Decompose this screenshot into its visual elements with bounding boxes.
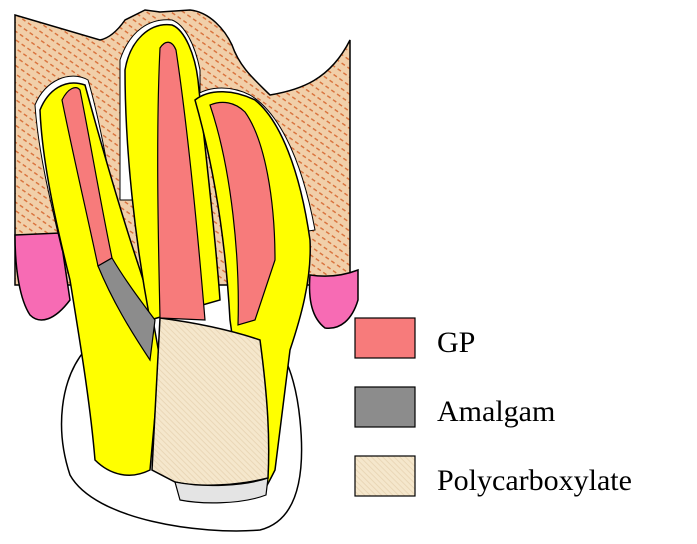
polycarboxylate-core xyxy=(152,318,269,485)
legend-swatch-amalgam xyxy=(355,387,415,427)
gingiva-right xyxy=(310,270,358,328)
legend-label-gp: GP xyxy=(437,326,475,359)
legend-item-gp: GP xyxy=(355,318,475,359)
legend-label-amalgam: Amalgam xyxy=(437,395,555,428)
legend-item-polycarboxylate: Polycarboxylate xyxy=(355,456,632,497)
legend-label-polycarboxylate: Polycarboxylate xyxy=(437,464,632,497)
legend-swatch-polycarboxylate xyxy=(355,456,415,496)
legend-item-amalgam: Amalgam xyxy=(355,387,555,428)
legend: GP Amalgam Polycarboxylate xyxy=(355,318,632,497)
legend-swatch-gp xyxy=(355,318,415,358)
